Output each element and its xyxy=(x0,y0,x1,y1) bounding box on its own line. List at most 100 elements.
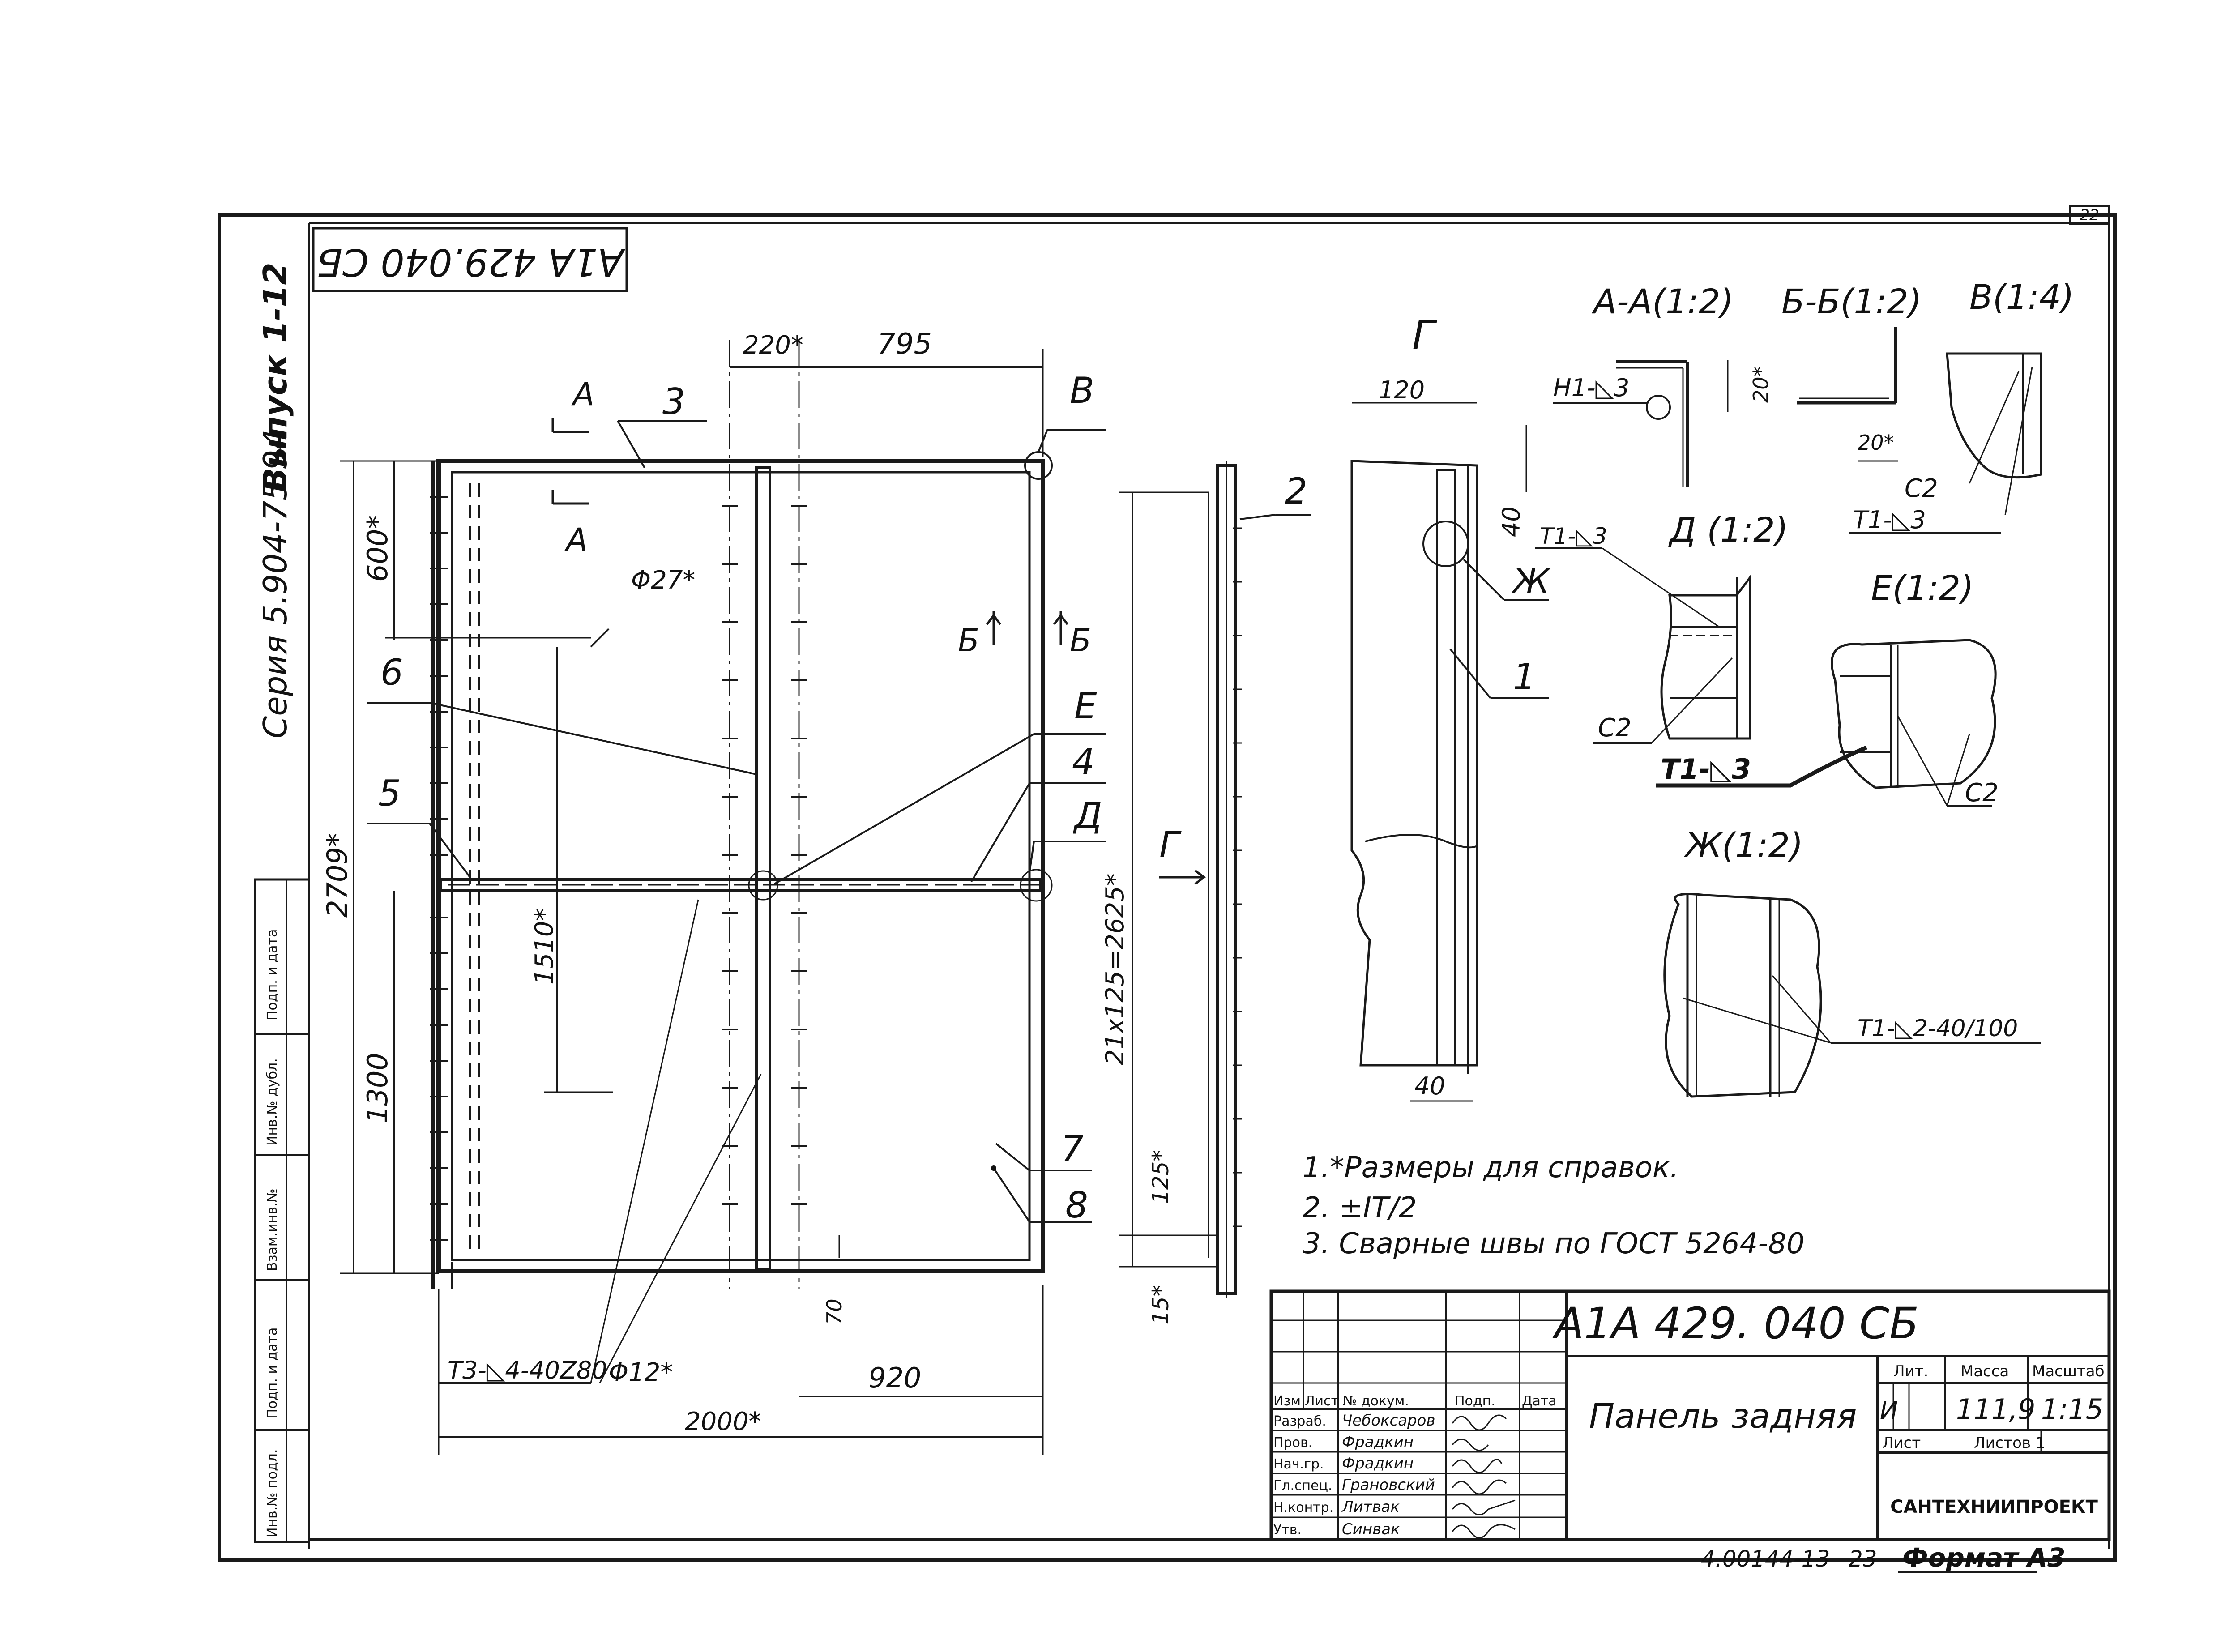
pos-4: 4 xyxy=(1072,741,1095,783)
footer-inv: 4.00144-13 xyxy=(1701,1546,1830,1572)
dim-920: 920 xyxy=(868,1362,921,1394)
dim-40a: 40 xyxy=(1497,506,1525,537)
detail-b-label: В xyxy=(1070,370,1094,411)
section-bb: Б-Б(1:2) 20* xyxy=(1781,282,1922,462)
col-header-izm: Изм xyxy=(1273,1393,1301,1409)
side-col-3: Взам.инв.№ xyxy=(265,1188,280,1271)
org-name: САНТЕХНИИПРОЕКТ xyxy=(1890,1497,2098,1517)
detail-d: Д (1:2) Т1-◺3 С2 xyxy=(1535,510,1788,744)
person-3: Грановский xyxy=(1342,1476,1435,1494)
note-2: 2. ±IT/2 xyxy=(1303,1191,1417,1225)
detail-d-label: Д xyxy=(1073,795,1102,837)
signatures xyxy=(1452,1414,1516,1539)
view-aa-title: А-А(1:2) xyxy=(1591,282,1734,321)
weld-h1: Н1-◺3 xyxy=(1553,374,1629,402)
person-0: Чебоксаров xyxy=(1342,1412,1435,1430)
sheets-count: Листов 1 xyxy=(1974,1434,2045,1452)
person-5: Синвак xyxy=(1342,1520,1400,1538)
front-view: А А Б Б 3 В 6 5 Е 4 Д 7 8 xyxy=(321,328,1106,1455)
detail-e: Е(1:2) Т1-◺3 С2 xyxy=(1656,568,1999,807)
weld-t3: Т3-◺4-40Z80 xyxy=(448,1356,607,1384)
weld-t1c: Т1-◺3 xyxy=(1661,753,1751,785)
dim-21x125: 21x125=2625* xyxy=(1101,873,1130,1065)
note-1: 1.*Размеры для справок. xyxy=(1303,1151,1679,1184)
role-4: Н.контр. xyxy=(1273,1500,1333,1515)
person-2: Фрадкин xyxy=(1342,1455,1414,1473)
detail-zh: Ж(1:2) Т1-◺2-40/100 xyxy=(1663,825,2041,1098)
sheet-number: 22 xyxy=(2080,206,2099,224)
footer-format: Формат А3 xyxy=(1902,1542,2065,1573)
view-v: В(1:4) С2 Т1-◺3 xyxy=(1849,277,2074,534)
part-name: Панель задняя xyxy=(1589,1396,1857,1436)
view-zh-title: Ж(1:2) xyxy=(1683,825,1803,865)
side-col-2: Инв.№ дубл. xyxy=(265,1058,280,1146)
section-a-top: А xyxy=(571,376,594,413)
dim-15: 15* xyxy=(1148,1285,1174,1325)
section-a-bottom: А xyxy=(564,521,588,558)
dim-600: 600* xyxy=(361,515,394,582)
pos-8: 8 xyxy=(1065,1184,1088,1226)
weld-c2a: С2 xyxy=(1905,474,1938,503)
role-5: Утв. xyxy=(1273,1522,1302,1538)
section-b-left: Б xyxy=(958,622,979,659)
dim-2709: 2709* xyxy=(321,833,354,918)
pos-7: 7 xyxy=(1061,1128,1084,1170)
col-header-date: Дата xyxy=(1522,1393,1557,1409)
dim-phi12: Φ12* xyxy=(609,1358,673,1387)
footer: 4.00144-13 23 Формат А3 xyxy=(1701,1542,2065,1573)
weld-t1a: Т1-◺3 xyxy=(1853,506,1926,534)
dim-1510: 1510* xyxy=(530,908,559,985)
weld-c2c: С2 xyxy=(1965,778,1999,807)
person-1: Фрадкин xyxy=(1342,1433,1414,1451)
dim-70: 70 xyxy=(822,1298,846,1325)
dim-120: 120 xyxy=(1379,376,1425,404)
side-col-4: Подп. и дата xyxy=(265,1328,280,1419)
role-3: Гл.спец. xyxy=(1273,1478,1333,1494)
left-margin: Серия 5.904-75.94 Выпуск 1-12 Подп. и да… xyxy=(254,263,310,1543)
weld-t1zh: Т1-◺2-40/100 xyxy=(1858,1015,2018,1042)
col-header-list: Лист xyxy=(1305,1393,1339,1409)
title-block: Изм Лист № докум. Подп. Дата Разраб. Чеб… xyxy=(1269,1289,2111,1541)
doc-code: А1А 429. 040 СБ xyxy=(1552,1298,1919,1349)
view-e-title: Е(1:2) xyxy=(1871,568,1974,608)
view-g-title: Г xyxy=(1412,312,1438,359)
dim-40b: 40 xyxy=(1414,1072,1445,1100)
dim-795: 795 xyxy=(877,328,932,361)
rotated-doc-code: А1А 429.040 СБ xyxy=(316,240,625,284)
footer-page: 23 xyxy=(1849,1546,1877,1572)
note-3: 3. Сварные швы по ГОСТ 5264-80 xyxy=(1303,1227,1805,1260)
pos-6: 6 xyxy=(380,652,403,693)
dim-220: 220* xyxy=(743,331,803,360)
side-col-1: Подп. и дата xyxy=(265,929,280,1020)
pos-3: 3 xyxy=(662,381,685,423)
series-label: Серия 5.904-75.94 xyxy=(256,429,294,739)
scale-value: 1:15 xyxy=(2041,1393,2103,1426)
side-col-5: Инв.№ подл. xyxy=(265,1449,280,1537)
notes: 1.*Размеры для справок. 2. ±IT/2 3. Свар… xyxy=(1303,1151,1805,1260)
lit-header: Лит. xyxy=(1893,1362,1928,1380)
section-aa: А-А(1:2) Н1-◺3 20* xyxy=(1553,282,1773,487)
detail-e-label: Е xyxy=(1074,685,1097,727)
mass-value: 111,9 xyxy=(1956,1393,2036,1426)
pos-1: 1 xyxy=(1513,656,1536,698)
pos-2: 2 xyxy=(1285,470,1307,512)
dim-phi27: Φ27* xyxy=(631,566,695,595)
role-1: Пров. xyxy=(1273,1435,1312,1451)
view-d-title: Д (1:2) xyxy=(1668,510,1788,550)
dim-2000: 2000* xyxy=(685,1407,761,1436)
mass-header: Масса xyxy=(1960,1362,2009,1380)
view-bb-title: Б-Б(1:2) xyxy=(1781,282,1922,321)
section-b-right: Б xyxy=(1070,622,1091,659)
dim-1300: 1300 xyxy=(361,1053,394,1123)
detail-zh-label: Ж xyxy=(1511,561,1551,601)
weld-t1b: Т1-◺3 xyxy=(1540,523,1607,549)
view-g: Г 120 40 40 Ж 1 xyxy=(1350,312,1551,1102)
weld-c2b: С2 xyxy=(1598,713,1632,743)
col-header-sign: Подп. xyxy=(1455,1393,1495,1409)
view-g-arrow-label: Г xyxy=(1159,824,1182,866)
side-view: 21x125=2625* 125* 15* 2 Г xyxy=(1101,461,1311,1325)
person-4: Литвак xyxy=(1341,1498,1400,1516)
view-v-title: В(1:4) xyxy=(1969,277,2074,317)
dim-125: 125* xyxy=(1148,1150,1174,1204)
